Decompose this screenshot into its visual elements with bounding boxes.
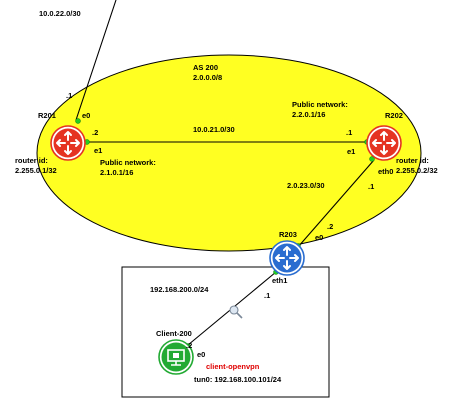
r201-e1-host: .2	[92, 128, 98, 137]
router-r201-id-label: router id:	[15, 156, 48, 165]
client-e0-host: .2	[186, 341, 192, 350]
router-r202-id-label: router id:	[396, 156, 429, 165]
r203-eth1: eth1	[272, 276, 287, 285]
network-uplink: 10.0.22.0/30	[39, 9, 81, 18]
workstation-icon	[158, 339, 194, 375]
public-network-r201-title: Public network:	[100, 158, 156, 167]
client-label: Client-200	[156, 329, 192, 338]
public-network-r202-title: Public network:	[292, 100, 348, 109]
link-uplink	[75, 0, 117, 121]
router-r203-label: R203	[279, 230, 297, 239]
r203-eth1-host: .1	[264, 291, 270, 300]
router-r201-id: 2.255.0.1/32	[15, 166, 57, 175]
router-icon	[366, 125, 402, 161]
router-r202-label: R202	[385, 111, 403, 120]
r201-e1: e1	[94, 146, 102, 155]
public-network-r201: 2.1.0.1/16	[100, 168, 133, 177]
client-e0: e0	[197, 350, 205, 359]
port-r201-e0	[75, 118, 81, 124]
as-name: AS 200	[193, 63, 218, 72]
r202-e1: e1	[347, 147, 355, 156]
r202-eth0: eth0	[378, 167, 393, 176]
network-r201-r202: 10.0.21.0/30	[193, 125, 235, 134]
client-200-node[interactable]	[158, 339, 194, 375]
link-r202-r203	[297, 159, 375, 248]
router-icon	[50, 125, 86, 161]
router-r201[interactable]	[50, 125, 86, 161]
r203-e0-host: .2	[327, 222, 333, 231]
r202-e1-host: .1	[346, 128, 352, 137]
public-network-r202: 2.2.0.1/16	[292, 110, 325, 119]
r202-eth0-host: .1	[368, 182, 374, 191]
as-prefix: 2.0.0.0/8	[193, 73, 222, 82]
router-icon	[269, 240, 305, 276]
r203-e0: e0	[315, 233, 323, 242]
router-r201-label: R201	[38, 111, 56, 120]
port-r202-eth0	[369, 156, 375, 162]
client-note: client-openvpn	[206, 362, 260, 371]
router-r202[interactable]	[366, 125, 402, 161]
magnifier-icon[interactable]	[229, 305, 243, 319]
r201-e0: e0	[82, 111, 90, 120]
router-r203[interactable]	[269, 240, 305, 276]
network-lan: 192.168.200.0/24	[150, 285, 209, 294]
lan-box	[121, 266, 330, 398]
network-r202-r203: 2.0.23.0/30	[287, 181, 325, 190]
as-200-region	[36, 54, 422, 252]
router-r202-id: 2.255.0.2/32	[396, 166, 438, 175]
client-tun: tun0: 192.168.100.101/24	[194, 375, 282, 384]
r201-e0-host: .1	[66, 91, 72, 100]
